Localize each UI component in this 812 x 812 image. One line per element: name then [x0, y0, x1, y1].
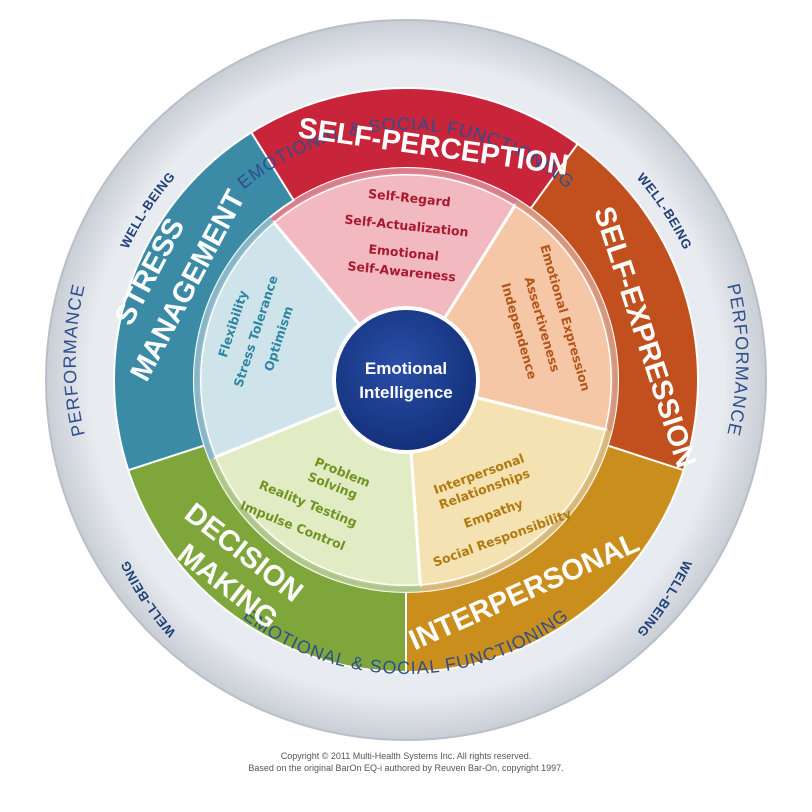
- copyright-line-1: Copyright © 2011 Multi-Health Systems In…: [280, 751, 532, 761]
- segment-divider-decision-making: [209, 457, 421, 592]
- core-circle: [332, 306, 480, 454]
- copyright-notice: Copyright © 2011 Multi-Health Systems In…: [0, 750, 812, 774]
- segment-divider-stress-management: [193, 217, 274, 460]
- copyright-line-2: Based on the original BarOn EQ-i authore…: [248, 763, 564, 773]
- segment-divider-self-expression: [515, 200, 618, 432]
- segment-divider-self-perception: [269, 168, 519, 223]
- segment-inner-self-perception: [271, 172, 518, 383]
- core-label-line2: Intelligence: [359, 383, 453, 402]
- segment-divider-interpersonal: [420, 429, 612, 592]
- segment-layer: [113, 87, 699, 674]
- core-label-line1: Emotional: [365, 359, 447, 378]
- item-emotional: Emotional: [368, 241, 440, 263]
